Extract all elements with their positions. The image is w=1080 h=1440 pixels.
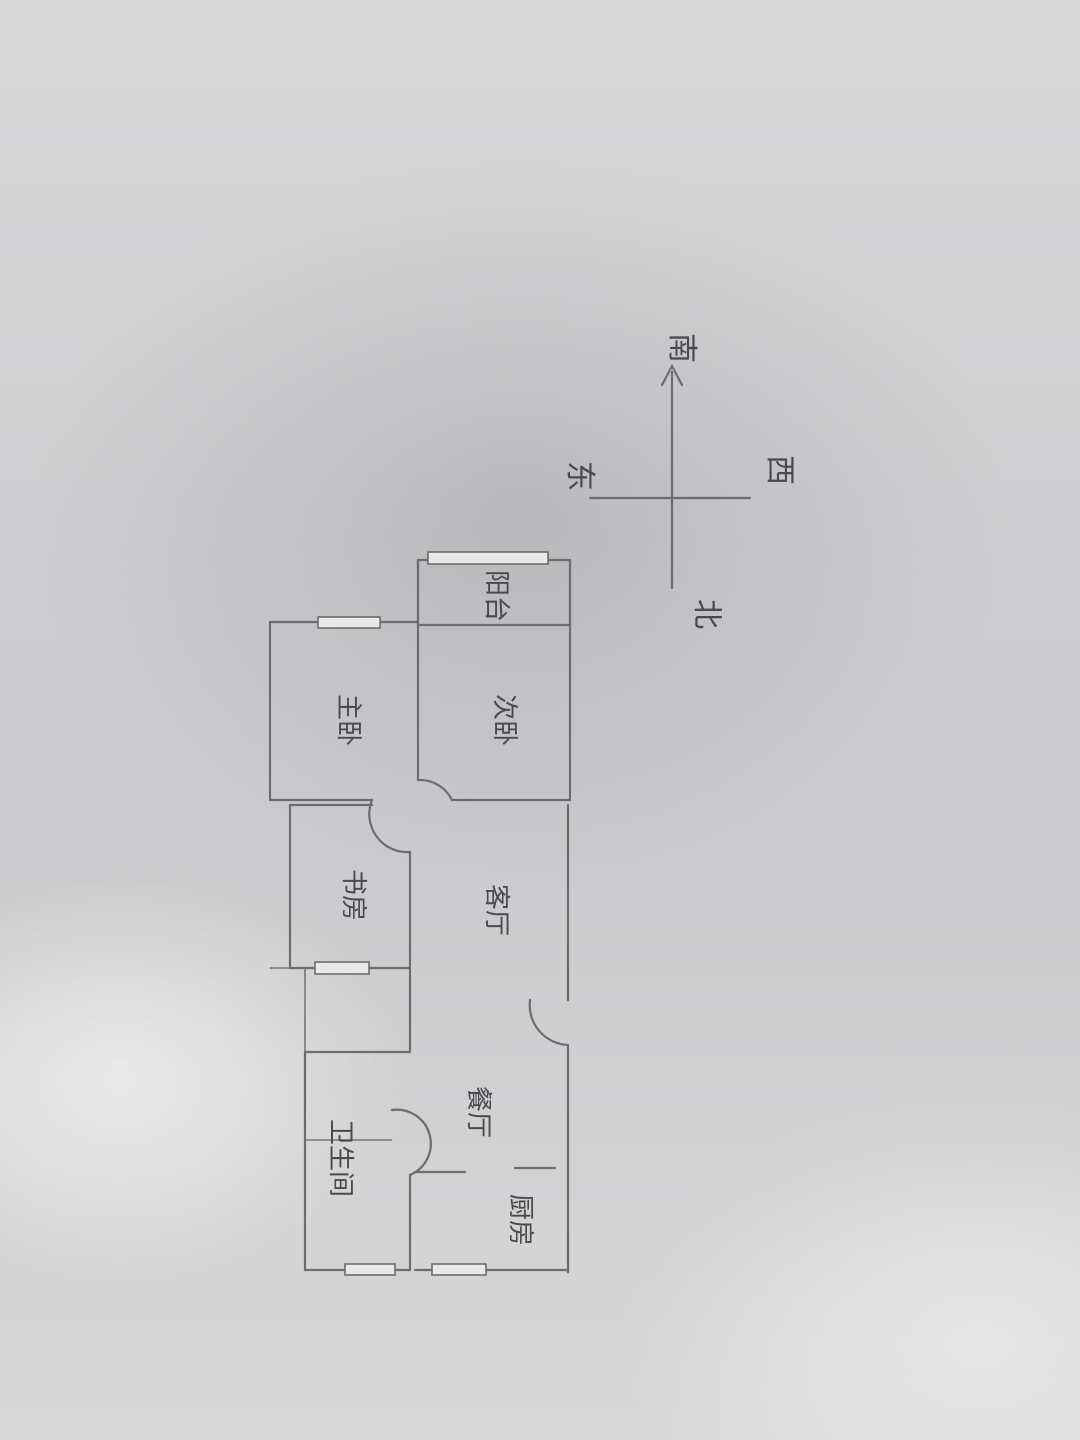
kitchen-walls [413, 1166, 570, 1272]
label-second-bedroom: 次卧 [489, 694, 519, 746]
bathroom-window [344, 1263, 396, 1276]
bathroom-door-swing [390, 1108, 432, 1177]
bedroom-door-swing [416, 778, 454, 802]
label-balcony: 阳台 [481, 570, 511, 622]
label-kitchen: 厨房 [505, 1194, 535, 1246]
windows [314, 551, 549, 1276]
compass-south-label: 南 [664, 333, 699, 363]
compass-west-label: 西 [762, 455, 797, 485]
entrance-door-swing [528, 998, 570, 1047]
label-dining-room: 餐厅 [463, 1086, 493, 1138]
study-door-swing [368, 798, 412, 854]
walls [268, 558, 572, 1274]
balcony-window [427, 551, 549, 565]
room-labels: 主卧 次卧 阳台 书房 客厅 餐厅 卫生间 厨房 [325, 570, 535, 1246]
compass-east-label: 东 [562, 461, 597, 491]
second-bedroom-walls [450, 558, 572, 802]
compass: 南 北 东 西 [562, 333, 797, 629]
study-walls [288, 803, 412, 1052]
label-bathroom: 卫生间 [325, 1119, 355, 1197]
label-master-bedroom: 主卧 [333, 694, 363, 746]
study-window [314, 961, 370, 975]
bathroom-walls [303, 1050, 412, 1272]
label-living-room: 客厅 [481, 884, 511, 936]
kitchen-window [431, 1263, 487, 1276]
master-bedroom-window [317, 616, 381, 629]
label-study: 书房 [338, 869, 368, 921]
compass-north-label: 北 [689, 599, 724, 629]
compass-arrow-icon [660, 363, 684, 387]
doors [368, 778, 570, 1177]
